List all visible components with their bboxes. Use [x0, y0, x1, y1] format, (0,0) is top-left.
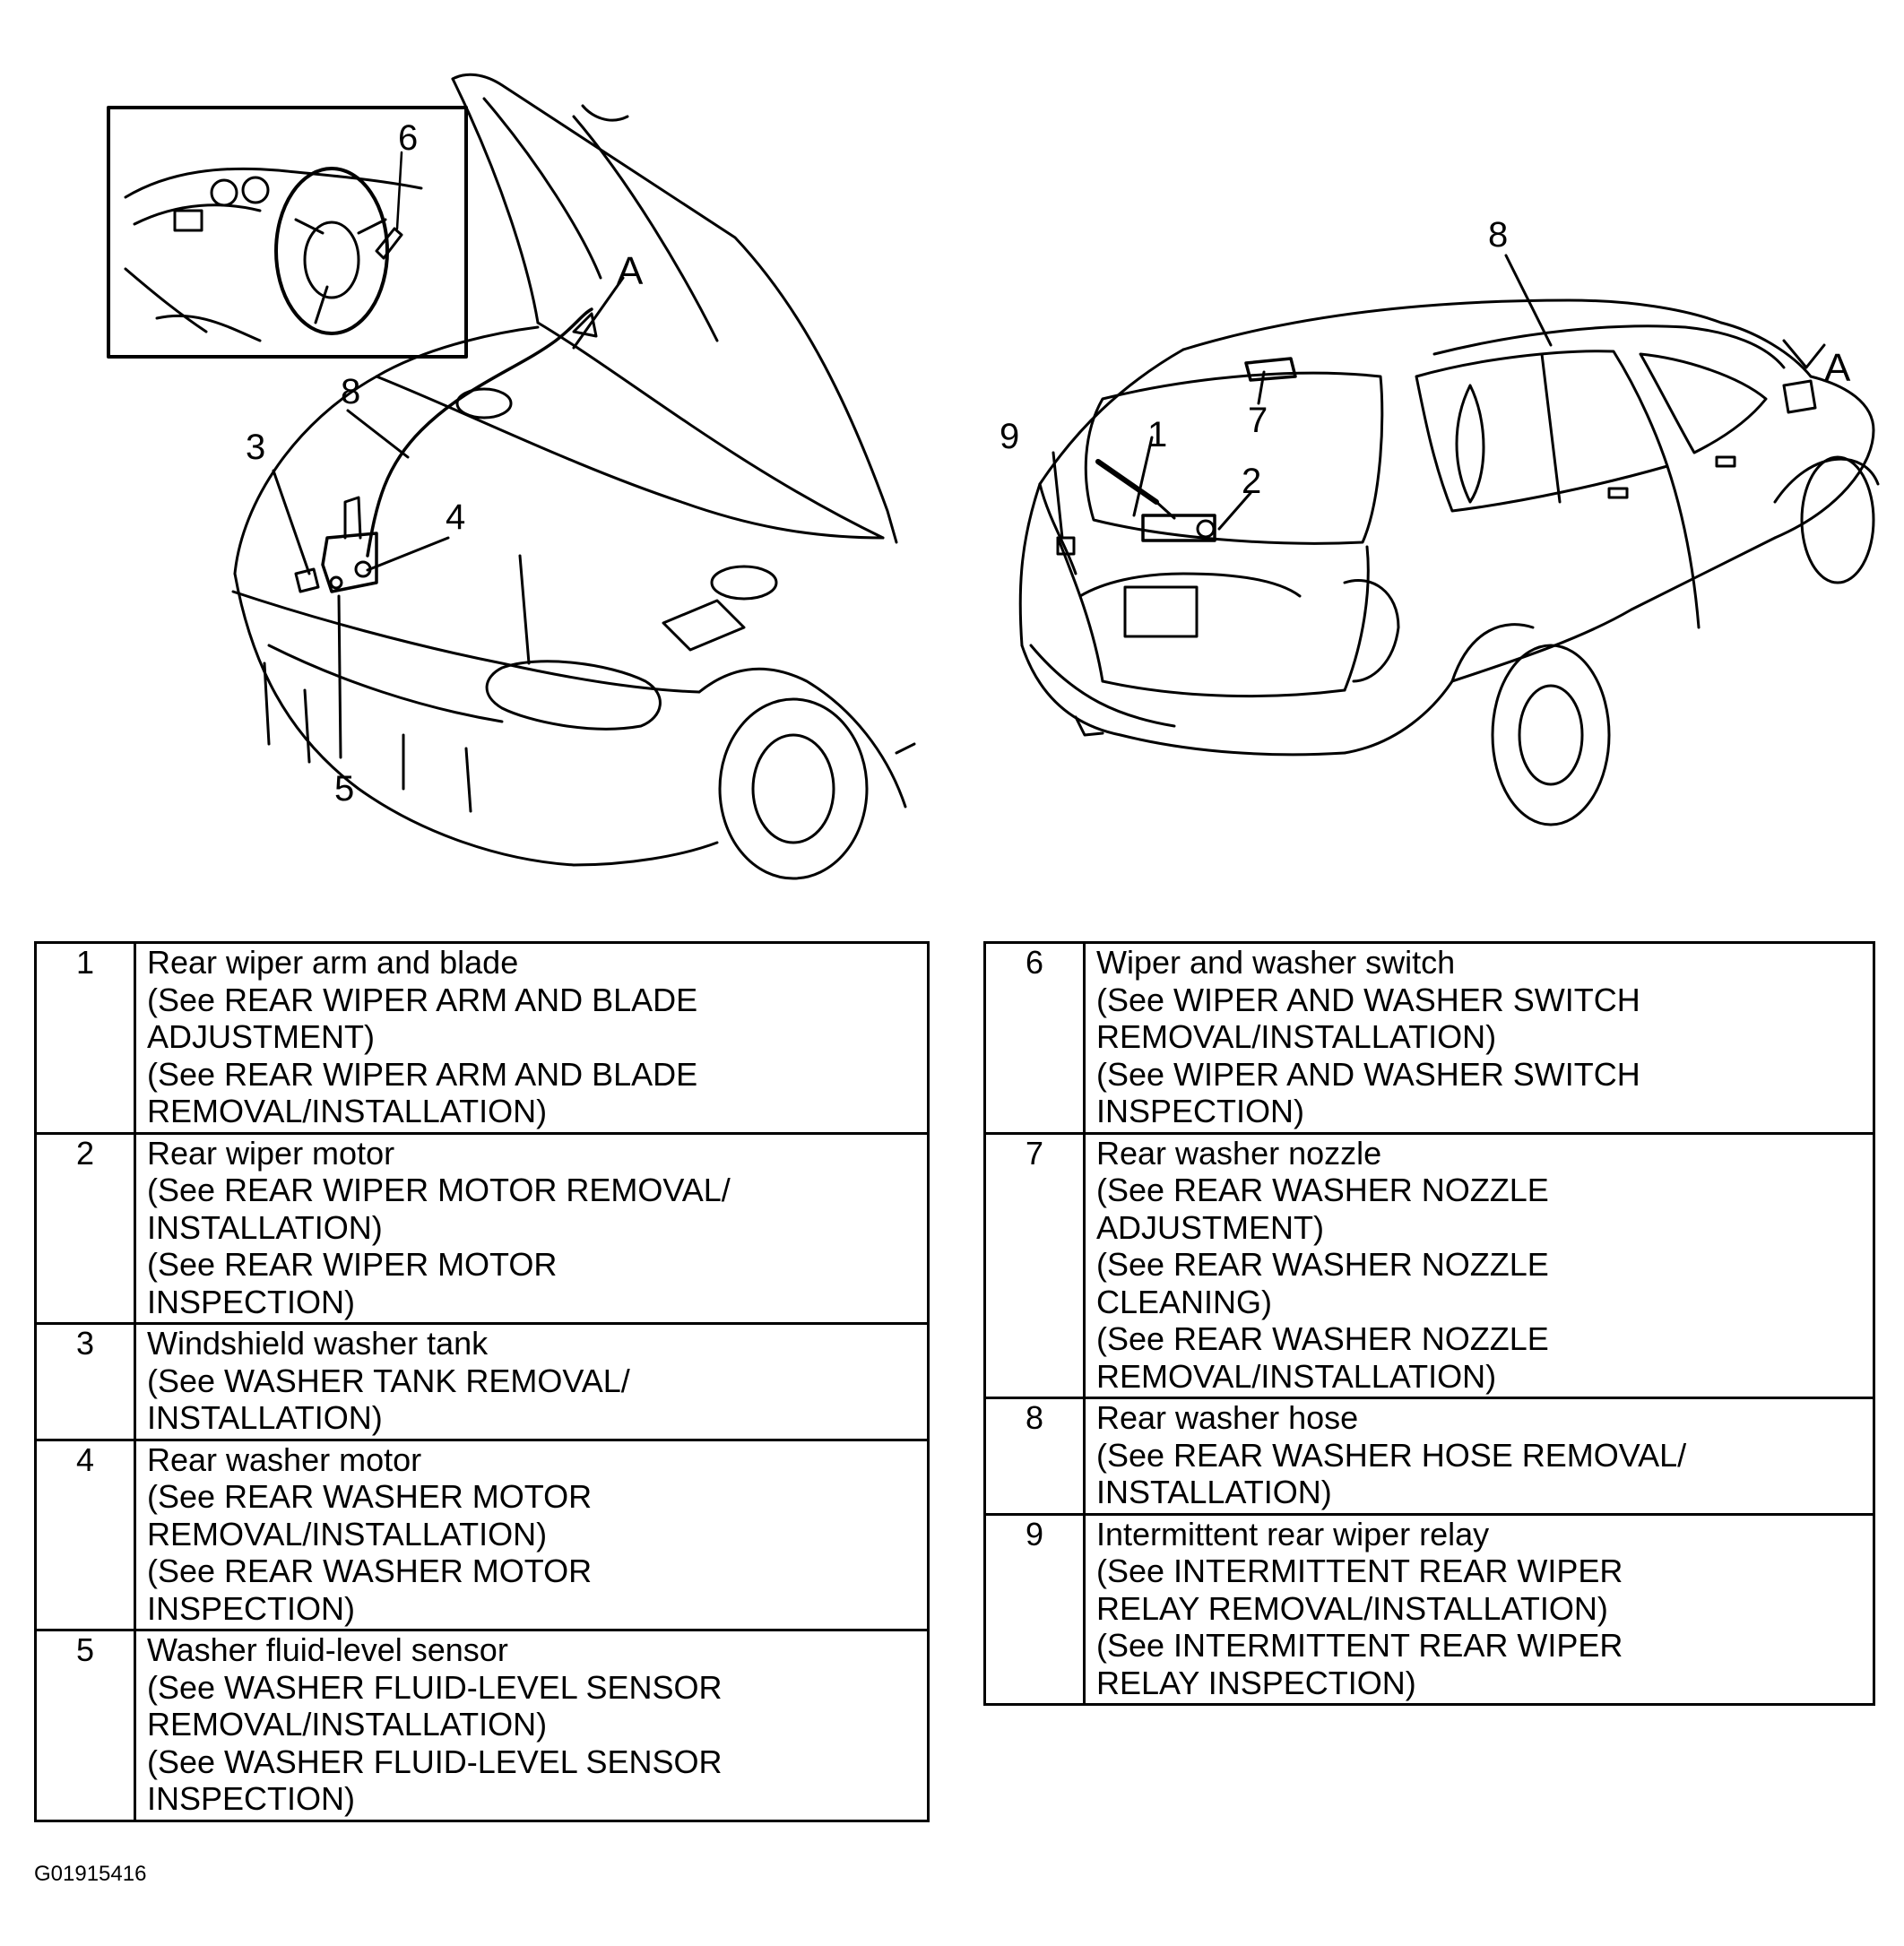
legend-item-description: Windshield washer tank(See WASHER TANK R…	[134, 1322, 930, 1441]
legend-item-description: Rear wiper arm and blade(See REAR WIPER …	[134, 941, 930, 1135]
legend-item-description: Rear wiper motor(See REAR WIPER MOTOR RE…	[134, 1131, 930, 1325]
procedure-reference: REMOVAL/INSTALLATION)	[147, 1706, 548, 1743]
callout-8-rear: 8	[1488, 215, 1508, 255]
procedure-reference: (See REAR WASHER NOZZLE	[1096, 1320, 1549, 1357]
procedure-reference: (See REAR WASHER MOTOR	[147, 1552, 593, 1589]
legend-item-number: 7	[983, 1131, 1086, 1399]
component-name: Intermittent rear wiper relay	[1096, 1515, 1490, 1552]
front-car-illustration	[231, 73, 916, 880]
procedure-reference: (See INTERMITTENT REAR WIPER	[1096, 1627, 1623, 1664]
component-name: Rear wiper arm and blade	[147, 944, 519, 981]
legend-item-description: Rear washer hose(See REAR WASHER HOSE RE…	[1083, 1397, 1875, 1516]
procedure-reference: (See WASHER TANK REMOVAL/	[147, 1362, 630, 1399]
procedure-reference: REMOVAL/INSTALLATION)	[147, 1515, 548, 1552]
component-name: Windshield washer tank	[147, 1325, 489, 1362]
procedure-reference: ADJUSTMENT)	[147, 1018, 375, 1055]
procedure-reference: (See REAR WIPER ARM AND BLADE	[147, 1055, 698, 1093]
procedure-reference: (See INTERMITTENT REAR WIPER	[1096, 1552, 1623, 1589]
procedure-reference: (See REAR WASHER NOZZLE	[1096, 1246, 1549, 1283]
procedure-reference: REMOVAL/INSTALLATION)	[147, 1093, 548, 1129]
procedure-reference: INSPECTION)	[1096, 1093, 1305, 1129]
callout-A: A	[617, 249, 644, 293]
legend-item-number: 8	[983, 1397, 1086, 1516]
legend-item-number: 1	[34, 941, 136, 1135]
procedure-reference: INSTALLATION)	[1096, 1474, 1332, 1510]
procedure-reference: (See REAR WIPER MOTOR REMOVAL/	[147, 1172, 731, 1208]
procedure-reference: INSTALLATION)	[147, 1208, 383, 1246]
component-name: Washer fluid-level sensor	[147, 1631, 508, 1668]
procedure-reference: INSTALLATION)	[147, 1399, 383, 1436]
procedure-reference: REMOVAL/INSTALLATION)	[1096, 1357, 1497, 1395]
dashboard-inset	[107, 106, 468, 359]
legend-item-number: 9	[983, 1512, 1086, 1706]
procedure-reference: (See WASHER FLUID-LEVEL SENSOR	[147, 1668, 723, 1706]
procedure-reference: (See WIPER AND WASHER SWITCH	[1096, 981, 1640, 1018]
component-name: Wiper and washer switch	[1096, 944, 1456, 981]
callout-9: 9	[1000, 417, 1019, 456]
procedure-reference: INSPECTION)	[147, 1283, 356, 1320]
procedure-reference: (See REAR WIPER MOTOR	[147, 1246, 558, 1283]
legend-item-number: 6	[983, 941, 1086, 1135]
figure-id: G01915416	[34, 1862, 147, 1886]
legend-item-number: 4	[34, 1438, 136, 1631]
procedure-reference: (See REAR WASHER NOZZLE	[1096, 1172, 1549, 1208]
component-name: Rear washer nozzle	[1096, 1134, 1382, 1172]
component-name: Rear wiper motor	[147, 1134, 395, 1172]
procedure-reference: INSPECTION)	[147, 1780, 356, 1817]
callout-2: 2	[1242, 462, 1261, 501]
component-name: Rear washer motor	[147, 1440, 422, 1478]
procedure-reference: (See REAR WASHER HOSE REMOVAL/	[1096, 1436, 1687, 1474]
procedure-reference: (See REAR WIPER ARM AND BLADE	[147, 981, 698, 1018]
procedure-reference: REMOVAL/INSTALLATION)	[1096, 1018, 1497, 1055]
procedure-reference: ADJUSTMENT)	[1096, 1208, 1324, 1246]
legend-item-number: 2	[34, 1131, 136, 1325]
legend-item-number: 3	[34, 1322, 136, 1441]
procedure-reference: (See REAR WASHER MOTOR	[147, 1478, 593, 1515]
callout-A-rear: A	[1824, 346, 1851, 390]
procedure-reference: RELAY INSPECTION)	[1096, 1664, 1416, 1701]
procedure-reference: CLEANING)	[1096, 1283, 1273, 1320]
callout-7: 7	[1248, 401, 1268, 440]
callout-8: 8	[341, 372, 360, 411]
callout-3: 3	[246, 428, 265, 467]
rear-car-illustration	[1018, 254, 1880, 826]
component-name: Rear washer hose	[1096, 1399, 1359, 1436]
procedure-reference: (See WIPER AND WASHER SWITCH	[1096, 1055, 1640, 1093]
legend-item-description: Wiper and washer switch(See WIPER AND WA…	[1083, 941, 1875, 1135]
procedure-reference: RELAY REMOVAL/INSTALLATION)	[1096, 1589, 1608, 1627]
procedure-reference: INSPECTION)	[147, 1589, 356, 1627]
callout-6: 6	[398, 118, 418, 158]
legend-item-number: 5	[34, 1629, 136, 1822]
callout-4: 4	[446, 497, 465, 537]
legend-item-description: Rear washer nozzle(See REAR WASHER NOZZL…	[1083, 1131, 1875, 1399]
component-location-illustration: 6 8 A 3 4 5 8 7 9 1 2 A	[107, 73, 1880, 880]
procedure-reference: (See WASHER FLUID-LEVEL SENSOR	[147, 1743, 723, 1780]
callout-5: 5	[334, 769, 354, 809]
legend-item-description: Intermittent rear wiper relay(See INTERM…	[1083, 1512, 1875, 1706]
callout-1: 1	[1147, 415, 1167, 454]
legend-item-description: Washer fluid-level sensor(See WASHER FLU…	[134, 1629, 930, 1822]
